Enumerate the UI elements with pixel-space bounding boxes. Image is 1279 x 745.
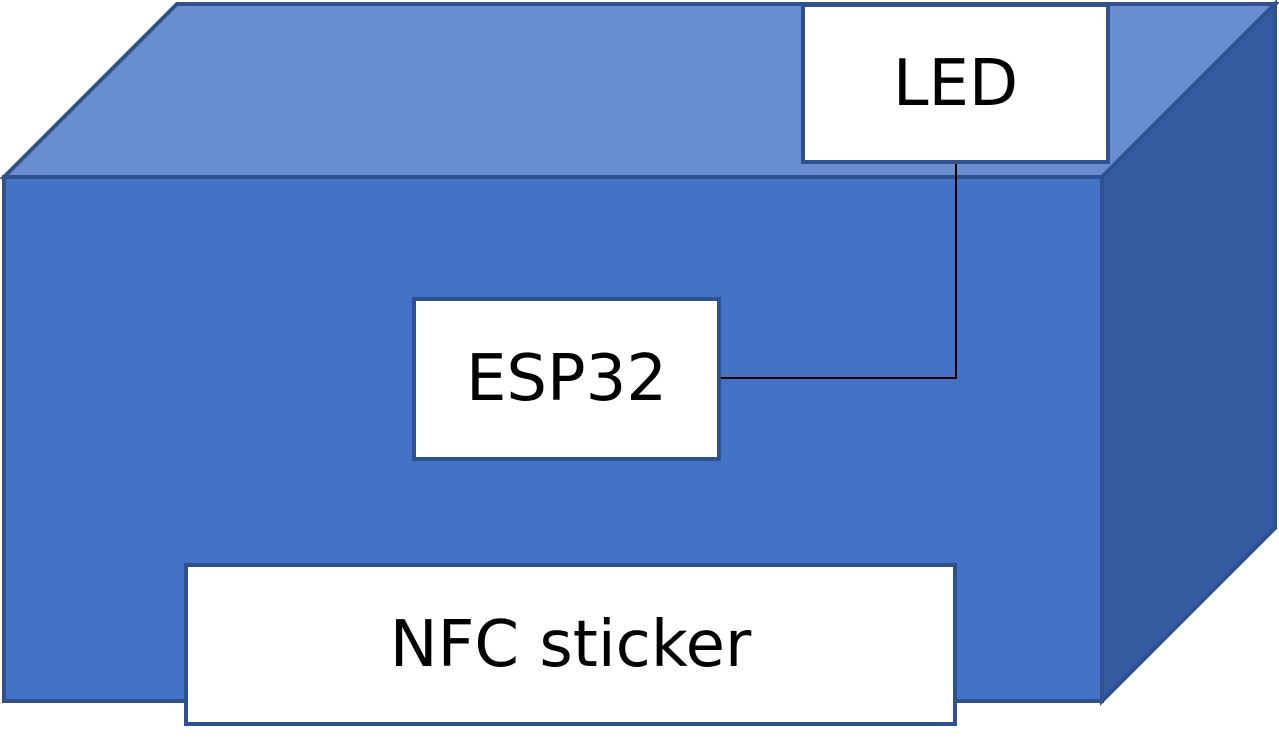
led-esp32-wire bbox=[721, 164, 957, 379]
nfc-sticker-component: NFC sticker bbox=[184, 563, 957, 726]
led-component: LED bbox=[801, 3, 1110, 164]
led-label: LED bbox=[892, 46, 1019, 121]
esp32-label: ESP32 bbox=[465, 342, 668, 416]
esp32-component: ESP32 bbox=[412, 297, 721, 461]
nfc-sticker-label: NFC sticker bbox=[389, 607, 752, 682]
